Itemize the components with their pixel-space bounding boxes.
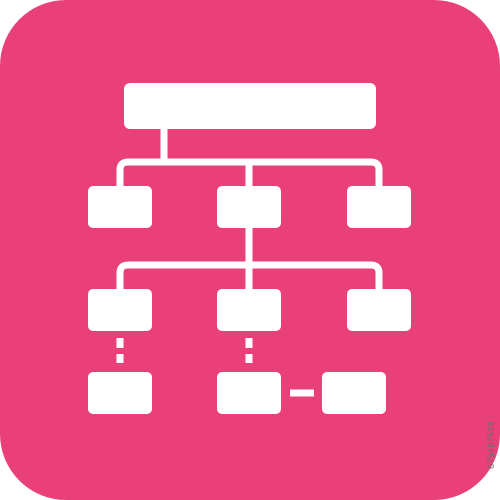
org-node-level1-right [347,186,411,228]
org-node-level3-right [322,372,386,414]
org-node-level3-left [88,372,152,414]
stock-id-watermark: 675497518 [486,421,496,469]
org-node-level1-left [88,186,152,228]
org-node-level2-left [88,289,152,331]
org-node-level2-center [217,289,281,331]
org-node-level3-center [217,372,281,414]
org-node-root [124,83,376,129]
org-node-level2-right [347,289,411,331]
org-node-level1-center [217,186,281,228]
connector-lines [116,129,383,397]
